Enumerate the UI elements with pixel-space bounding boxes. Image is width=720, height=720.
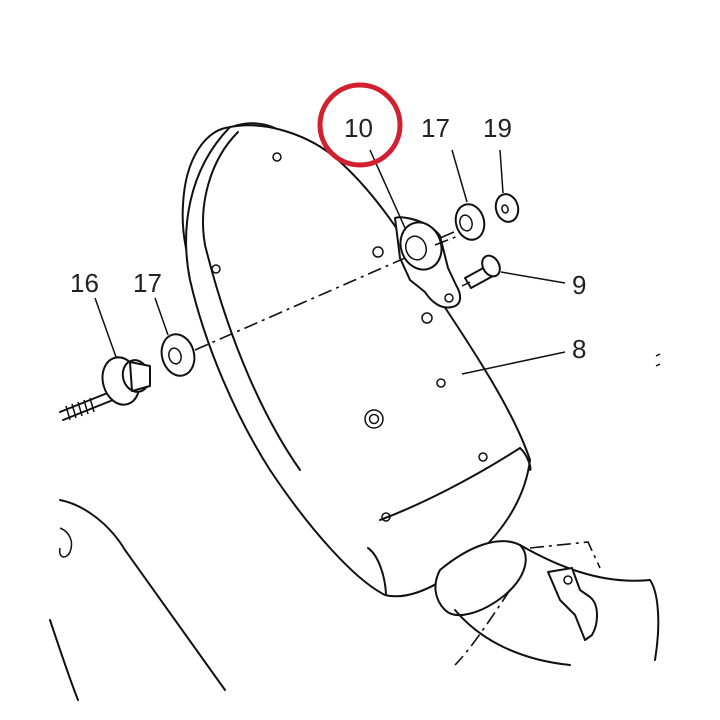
label-9: 9 — [572, 270, 586, 300]
bolt-9 — [461, 254, 501, 289]
label-17-top: 17 — [421, 113, 450, 143]
assembly-centerline — [194, 257, 406, 351]
label-16: 16 — [70, 268, 99, 298]
frame-outline — [49, 499, 226, 701]
label-10: 10 — [344, 113, 373, 143]
washer-19 — [494, 193, 520, 223]
tail-pipe — [434, 540, 660, 666]
stud-bolt-16 — [59, 356, 151, 421]
edge-mark — [655, 353, 661, 367]
label-17-left: 17 — [133, 268, 162, 298]
silencer-body — [181, 122, 532, 598]
mount-bracket-part-10 — [372, 216, 462, 324]
highlight-circle — [317, 82, 403, 168]
washer-17-top — [439, 203, 486, 241]
label-8: 8 — [572, 334, 586, 364]
washer-17-left — [160, 333, 196, 377]
label-19: 19 — [483, 113, 512, 143]
assembly-centerline-upper — [434, 235, 459, 246]
tail-bracket — [454, 541, 601, 666]
